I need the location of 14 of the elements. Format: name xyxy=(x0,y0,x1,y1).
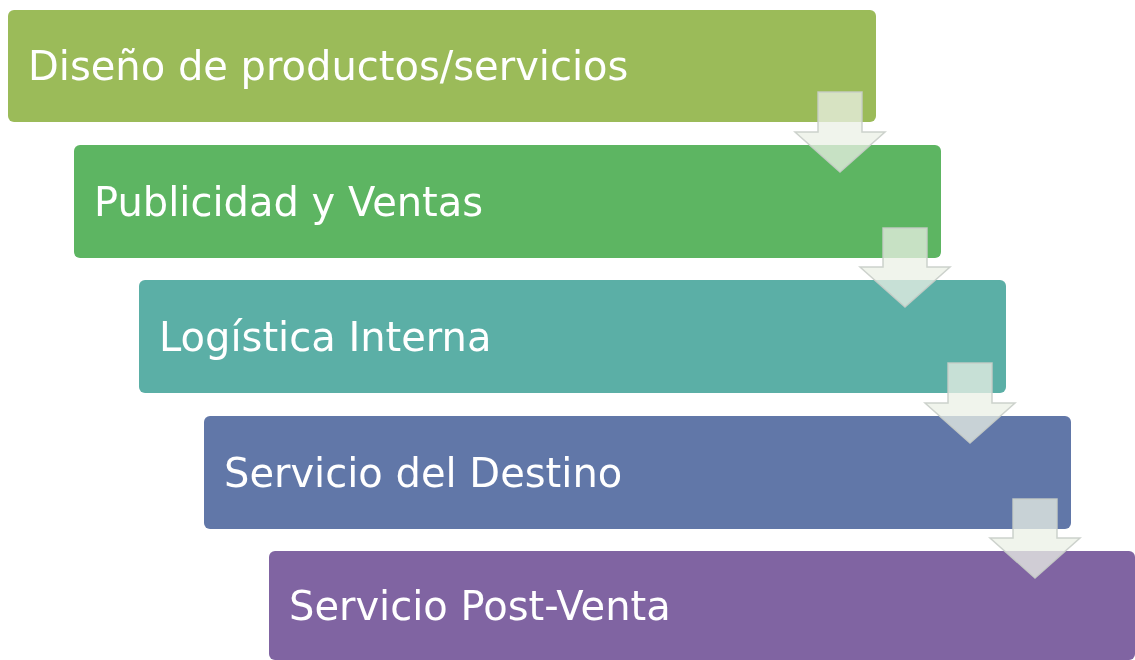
step-label: Publicidad y Ventas xyxy=(94,178,484,225)
process-box xyxy=(8,10,876,122)
process-box xyxy=(204,416,1071,529)
step-label: Servicio del Destino xyxy=(224,449,623,496)
down-arrow xyxy=(793,91,887,173)
down-arrow xyxy=(923,362,1017,444)
process-box xyxy=(139,280,1006,393)
process-box xyxy=(269,551,1135,660)
process-box xyxy=(74,145,941,258)
down-arrow xyxy=(858,227,952,308)
step-label: Servicio Post-Venta xyxy=(289,582,671,629)
step-label: Logística Interna xyxy=(159,313,492,360)
step-label: Diseño de productos/servicios xyxy=(28,43,629,89)
down-arrow xyxy=(988,498,1082,579)
